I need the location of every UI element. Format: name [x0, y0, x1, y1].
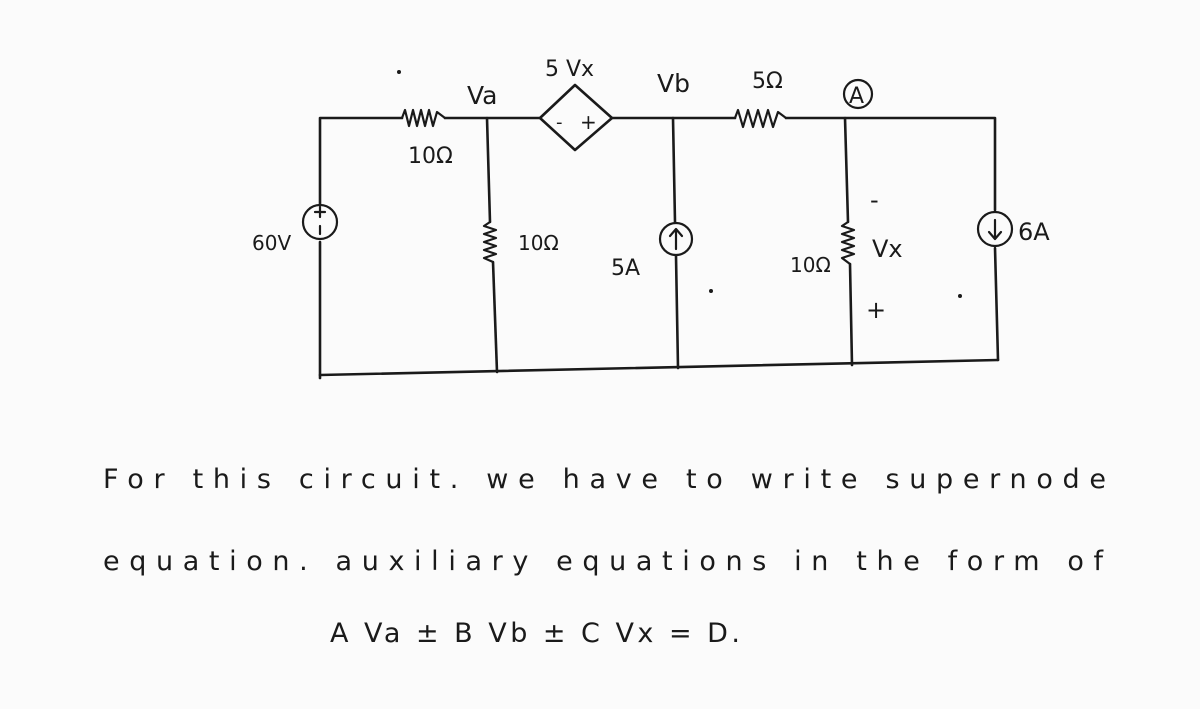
current-source-2-arrow-icon — [987, 218, 1003, 241]
top-wire-left — [318, 116, 404, 207]
vx-label: Vx — [872, 235, 903, 263]
current-source-1-circle — [658, 221, 694, 257]
va-branch-top — [485, 116, 492, 224]
ammeter-circle — [842, 78, 874, 110]
voltage-source-label: 60V — [252, 231, 291, 255]
bottom-wire — [318, 358, 1000, 377]
vb-branch-top — [671, 116, 677, 224]
voltage-source-circle — [301, 203, 339, 241]
ammeter-label: A — [849, 84, 864, 109]
dependent-source-label: 5 Vx — [545, 57, 594, 82]
current-source-1-arrow-icon — [668, 227, 684, 251]
equation-line: A Va ± B Vb ± C Vx = D. — [330, 618, 740, 649]
stray-dot — [958, 294, 962, 298]
series-resistor-2-zigzag — [733, 108, 788, 129]
series-resistor-2-label: 5Ω — [752, 69, 783, 94]
node-a-label: Va — [467, 81, 497, 110]
current-source-2-circle — [976, 210, 1014, 248]
shunt-resistor-1-zigzag — [482, 220, 498, 264]
right-wire-bottom — [993, 246, 1000, 362]
node-b-label: Vb — [657, 69, 690, 98]
shunt-resistor-1-label: 10Ω — [518, 231, 559, 255]
series-resistor-1-label: 10Ω — [408, 144, 453, 169]
dependent-source-diamond — [538, 83, 614, 152]
dependent-source-minus: - — [556, 112, 563, 133]
vb-branch-bottom — [674, 254, 680, 370]
stray-dot — [397, 70, 401, 74]
dependent-source-plus: + — [580, 110, 597, 134]
top-wire-right — [784, 116, 997, 212]
vx-plus-label: + — [866, 296, 886, 324]
rx-branch-top — [843, 116, 850, 224]
rx-branch-bottom — [848, 262, 854, 367]
series-resistor-1-zigzag — [400, 108, 447, 128]
stray-dot — [709, 289, 713, 293]
question-line-2: equation. auxiliary equations in the for… — [103, 546, 1104, 577]
current-source-1-label: 5A — [611, 256, 640, 281]
vx-minus-label: - — [870, 186, 879, 214]
voltage-source-plus-icon — [313, 205, 327, 219]
question-line-1: For this circuit. we have to write super… — [103, 464, 1106, 495]
current-source-2-label: 6A — [1018, 218, 1050, 246]
shunt-resistor-2-zigzag — [840, 220, 856, 266]
va-branch-bottom — [491, 260, 499, 374]
shunt-resistor-2-label: 10Ω — [790, 253, 831, 277]
